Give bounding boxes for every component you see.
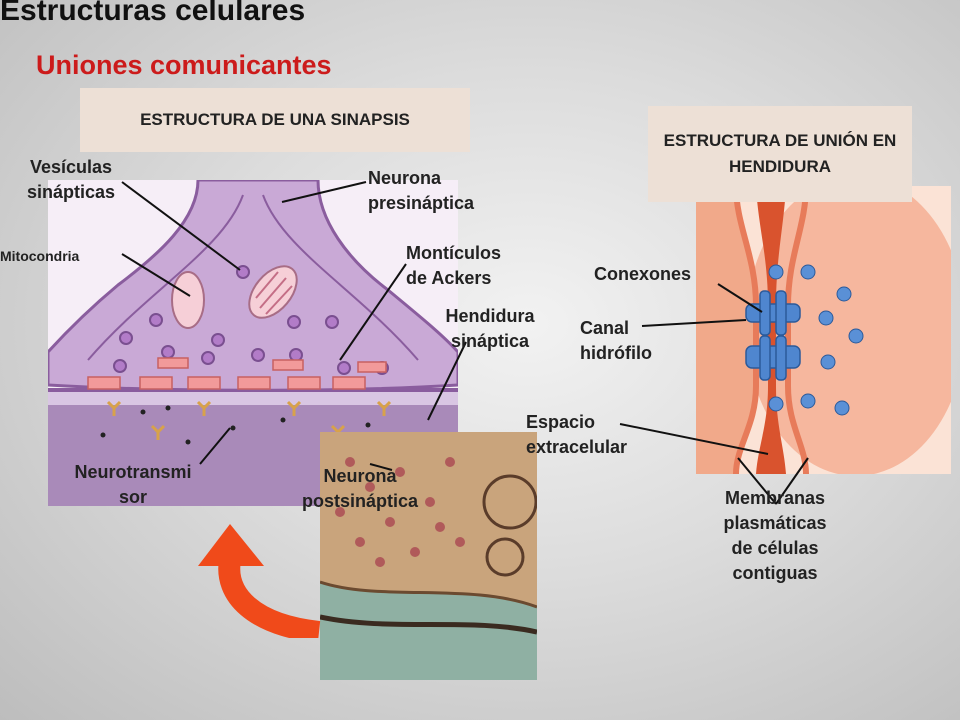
label-membranas: Membranas plasmáticas de células contigu…: [723, 488, 827, 583]
synapse-title-box: ESTRUCTURA DE UNA SINAPSIS: [80, 88, 470, 152]
synapse-illustration: [48, 180, 458, 506]
label-presinaptica: Neurona presináptica: [368, 168, 475, 213]
label-monticulos: Montículos de Ackers: [406, 243, 501, 288]
label-conexones: Conexones: [594, 264, 692, 284]
curved-arrow-icon: [194, 520, 324, 638]
label-canal: Canal hidrófilo: [580, 318, 652, 363]
label-vesiculas: Vesículas sinápticas: [26, 157, 116, 202]
gap-junction-illustration: [696, 186, 951, 474]
label-hendidura: Hendidura sináptica: [445, 306, 535, 351]
label-mitocondria: Mitocondria: [0, 248, 80, 264]
gap-junction-title-box: ESTRUCTURA DE UNIÓN EN HENDIDURA: [648, 106, 912, 202]
label-postsinaptica: Neurona postsináptica: [301, 466, 419, 511]
page-subtitle: Uniones comunicantes: [36, 50, 332, 80]
label-espacio: Espacio extracelular: [526, 412, 628, 457]
page-title: Estructuras celulares: [0, 0, 306, 27]
label-neurotransmisor: Neurotransmi sor: [74, 462, 192, 507]
micrograph-image: [320, 432, 537, 680]
